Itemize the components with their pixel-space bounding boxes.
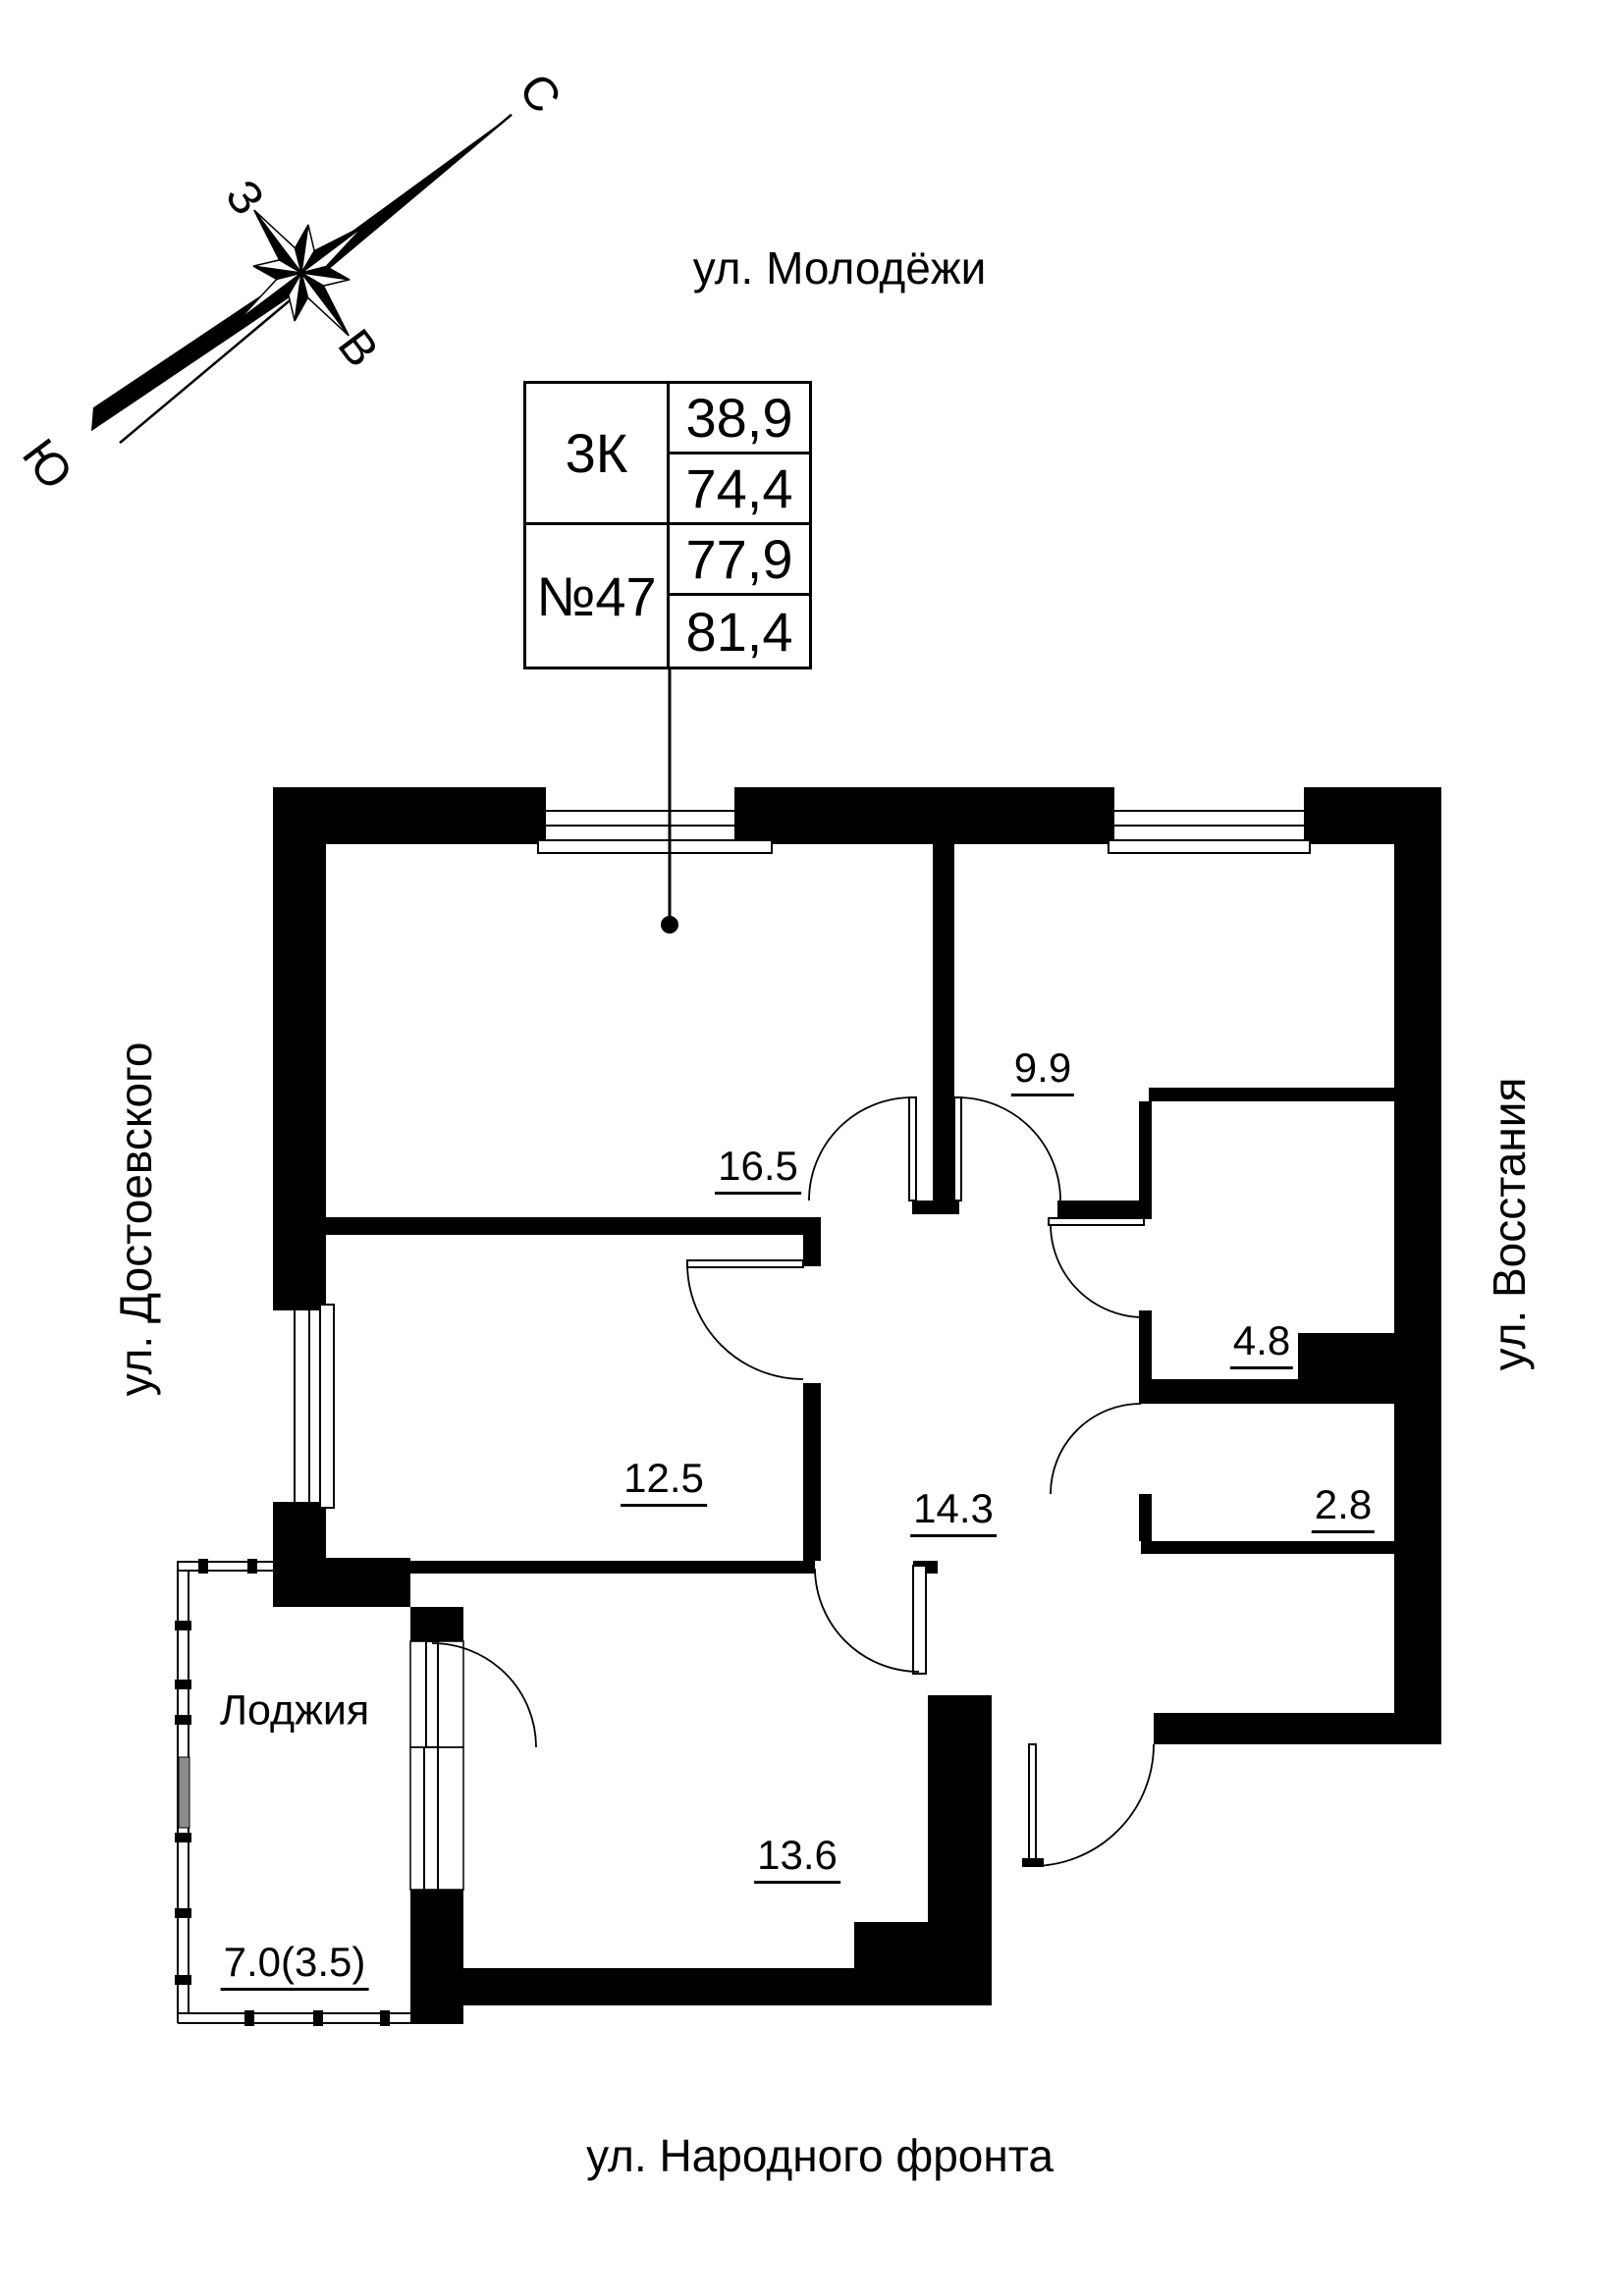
door-leaf-kitchen — [953, 1096, 962, 1201]
windows-layer — [294, 810, 1311, 1891]
compass-north-label: С — [509, 65, 570, 124]
door-arc-living — [808, 1096, 913, 1201]
glazing-opaque-panel — [178, 1756, 190, 1829]
leader-line — [661, 669, 678, 934]
street-label-top: ул. Молодёжи — [692, 242, 987, 294]
window-kitchen-sill — [1108, 839, 1311, 854]
wall-kitchen-hall — [1057, 1201, 1152, 1219]
wall-bath-wc — [1141, 1379, 1394, 1404]
room-label-bath: 4.8 — [1229, 1320, 1294, 1369]
window-bedroom-sill — [319, 1304, 335, 1509]
leader-dot — [661, 916, 678, 934]
wall-left-corner — [273, 1558, 410, 1607]
wall-bedroom-hall — [803, 1383, 821, 1561]
wall-bedroom-13_6 — [410, 1561, 815, 1574]
area-cell: 74,4 — [670, 454, 809, 525]
wall-living-kitchen — [933, 844, 954, 1201]
door-arc-kitchen — [956, 1096, 1061, 1201]
door-arc-bedroom — [686, 1262, 804, 1380]
living-area-cell: 38,9 — [670, 384, 809, 454]
door-leaf-loggia — [425, 1640, 439, 1748]
compass-rose: С З В Ю — [12, 65, 570, 500]
wall-bedroom-door-jamb — [803, 1235, 821, 1266]
door-leaf-living — [908, 1096, 917, 1201]
wall-wc-bottom — [1141, 1541, 1394, 1554]
room-label-bedroom: 12.5 — [621, 1458, 707, 1507]
apartment-info-table: 3К 38,9 74,4 №47 77,9 81,4 — [523, 381, 812, 669]
door-arc-wc — [1050, 1403, 1142, 1495]
compass-star — [238, 209, 365, 337]
street-label-left: ул. Достоевского — [110, 1041, 161, 1397]
wall-loggia-strip-2 — [410, 1890, 463, 2024]
compass-east-label: В — [328, 320, 389, 376]
wall-living-kitchen-cap — [912, 1201, 959, 1214]
street-label-bottom: ул. Народного фронта — [586, 2130, 1054, 2181]
wall-bath-top — [1149, 1088, 1394, 1101]
wall-top-2 — [734, 787, 1114, 844]
door-arc-loggia — [431, 1642, 537, 1748]
wall-bath-left-3 — [1139, 1494, 1152, 1541]
room-label-hall: 14.3 — [910, 1488, 997, 1537]
door-arc-13_6 — [814, 1568, 920, 1673]
wall-bath-left-1 — [1139, 1101, 1152, 1219]
total-area-cell: 81,4 — [685, 600, 793, 663]
compass-south-label: Ю — [12, 430, 82, 500]
apartment-type-cell: 3К — [526, 384, 670, 525]
window-living-sill — [537, 839, 773, 854]
room-label-wc: 2.8 — [1311, 1484, 1376, 1533]
door-leaf-bedroom — [686, 1259, 804, 1268]
door-arc-entrance — [1031, 1743, 1155, 1867]
compass-west-label: З — [215, 171, 274, 225]
wall-column — [928, 1695, 992, 2005]
door-leaf-bath — [1048, 1217, 1145, 1226]
wall-left-2 — [273, 1502, 326, 1561]
wall-bottom-13_6 — [463, 1968, 992, 2005]
loggia-area-label: 7.0(3.5) — [220, 1942, 369, 1991]
door-arc-bath — [1050, 1223, 1145, 1318]
wall-bottom-right — [1154, 1713, 1441, 1744]
room-label-kitchen: 9.9 — [1010, 1047, 1075, 1096]
wall-step — [854, 1922, 928, 1973]
room-label-13_6: 13.6 — [754, 1835, 840, 1884]
wall-right — [1394, 787, 1441, 1744]
shaft-block — [1298, 1333, 1394, 1379]
door-leaf-13_6 — [912, 1565, 927, 1675]
room-label-living: 16.5 — [715, 1146, 801, 1195]
walls-layer — [273, 787, 1441, 2024]
doors-layer — [425, 1096, 1155, 1867]
reduced-total-area-cell: 77,9 — [670, 525, 809, 596]
wall-living-bedroom — [326, 1217, 821, 1235]
wall-left-1 — [273, 787, 326, 1310]
loggia-name-label: Лоджия — [219, 1686, 370, 1735]
street-label-right: ул. Восстания — [1484, 1077, 1535, 1371]
loggia-glazing — [175, 1559, 410, 2026]
wall-loggia-strip-1 — [410, 1607, 463, 1641]
apartment-number-cell: №47 — [526, 525, 670, 667]
glazing-mullions — [175, 1559, 390, 2026]
door-leaf-entrance — [1028, 1743, 1037, 1864]
